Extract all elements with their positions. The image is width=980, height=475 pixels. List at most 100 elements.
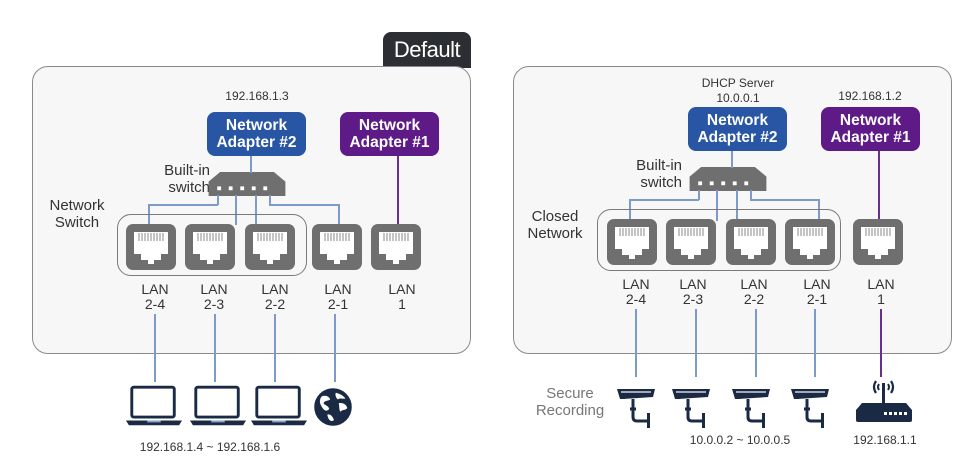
lan-port-icon[interactable] <box>726 219 776 265</box>
port-label-line1: LAN <box>622 276 650 292</box>
adapter-name-line1: Network <box>839 112 902 129</box>
camera-icon <box>672 387 712 432</box>
wire-lan2-1-to-internet <box>334 314 336 382</box>
adapter2-ip-label: 192.168.1.3 <box>225 89 289 103</box>
wire-switch-to-lan2-4 <box>698 190 700 200</box>
lan-port-icon[interactable] <box>371 224 421 270</box>
default-tab[interactable]: Default <box>383 32 471 68</box>
wire-switch-to-lan2-4 <box>148 204 218 206</box>
label-line1: Secure <box>546 385 594 402</box>
wire-switch-to-lan2-3 <box>235 195 237 225</box>
wire-switch-to-lan2-1 <box>750 190 752 200</box>
laptop-icon <box>190 385 246 427</box>
built-in-switch-label: Built-in switch <box>150 162 210 196</box>
lan-port-icon[interactable] <box>185 224 235 270</box>
wire-switch-to-lan2-1 <box>338 204 340 225</box>
closed-network-label: Closed Network <box>520 208 590 242</box>
wire-switch-to-lan2-1 <box>269 195 271 205</box>
wire-switch-to-lan2-2 <box>255 195 257 225</box>
router-ip: 192.168.1.1 <box>853 433 917 447</box>
wire-lan2-4-to-camera <box>635 309 637 377</box>
wire-switch-to-lan2-1 <box>818 199 820 221</box>
cameras-ip-range: 10.0.0.2 ~ 10.0.0.5 <box>689 433 791 447</box>
port-label-line1: LAN <box>141 281 169 297</box>
port-label-line2: 2-1 <box>327 296 349 312</box>
wire-lan2-4-to-laptop <box>154 314 156 382</box>
network-adapter-2-box[interactable]: Network Adapter #2 <box>688 107 787 151</box>
wire-switch-to-lan2-4 <box>629 199 699 201</box>
wire-adapter2-to-switch <box>731 151 733 168</box>
wire-lan1-to-router <box>880 309 882 377</box>
label-line2: Recording <box>535 402 605 419</box>
network-switch-label: Network Switch <box>42 197 112 231</box>
wire-lan2-3-to-camera <box>695 309 697 377</box>
port-label-line2: 1 <box>877 291 885 307</box>
adapter1-ip-label: 192.168.1.2 <box>838 89 902 103</box>
globe-icon <box>314 388 352 426</box>
port-label-line1: LAN <box>740 276 768 292</box>
wire-switch-to-lan2-1 <box>269 204 339 206</box>
router-icon <box>854 378 914 423</box>
label-line1: Closed <box>531 208 579 225</box>
network-switch-group <box>117 214 307 276</box>
port-label-line2: 1 <box>398 296 406 312</box>
lan-port-icon[interactable] <box>785 219 835 265</box>
wire-adapter1-to-lan1 <box>878 151 880 221</box>
port-label-line1: LAN <box>679 276 707 292</box>
wire-switch-to-lan2-3 <box>716 190 718 221</box>
wire-switch-to-lan2-4 <box>217 195 219 205</box>
label-line2: switch <box>168 179 210 196</box>
adapter-name-line2: Adapter #1 <box>349 134 430 151</box>
label-line1: Network <box>49 197 105 214</box>
wire-adapter2-to-switch <box>250 156 252 173</box>
lan-port-icon[interactable] <box>666 219 716 265</box>
port-label-line2: 2-1 <box>806 291 828 307</box>
port-label-line2: 2-4 <box>625 291 647 307</box>
label-line2: Network <box>527 225 583 242</box>
lan-port-icon[interactable] <box>607 219 657 265</box>
port-label-line1: LAN <box>324 281 352 297</box>
camera-icon <box>732 387 772 432</box>
wire-adapter1-to-lan1 <box>397 156 399 224</box>
dhcp-server-label: DHCP Server 10.0.0.1 <box>688 76 788 106</box>
port-label-line2: 2-2 <box>264 296 286 312</box>
lan-port-icon[interactable] <box>245 224 295 270</box>
port-label-line1: LAN <box>867 276 895 292</box>
lan-port-icon[interactable] <box>312 224 362 270</box>
lan-port-icon[interactable] <box>126 224 176 270</box>
port-label-line1: LAN <box>200 281 228 297</box>
port-label-line2: 2-4 <box>144 296 166 312</box>
adapter-name-line2: Adapter #1 <box>830 129 911 146</box>
wire-switch-to-lan2-4 <box>629 199 631 221</box>
closed-network-group <box>597 209 841 271</box>
network-adapter-1-box[interactable]: Network Adapter #1 <box>340 112 439 156</box>
port-label-line2: 2-2 <box>743 291 765 307</box>
port-label-line1: LAN <box>803 276 831 292</box>
secure-recording-label: Secure Recording <box>530 385 610 419</box>
network-adapter-2-box[interactable]: Network Adapter #2 <box>207 112 306 156</box>
built-in-switch-icon <box>689 167 767 191</box>
lan-port-icon[interactable] <box>853 219 903 265</box>
laptop-icon <box>251 385 307 427</box>
camera-icon <box>791 387 831 432</box>
adapter-name-line2: Adapter #2 <box>697 129 778 146</box>
camera-icon <box>617 387 657 432</box>
wire-switch-to-lan2-2 <box>736 190 738 221</box>
adapter-name-line1: Network <box>225 117 288 134</box>
label-line1: Built-in <box>636 157 682 174</box>
built-in-switch-icon <box>208 172 286 196</box>
port-label-line1: LAN <box>261 281 289 297</box>
laptop-icon <box>126 385 182 427</box>
wire-lan2-2-to-laptop <box>274 314 276 382</box>
network-adapter-1-box[interactable]: Network Adapter #1 <box>821 107 920 151</box>
label-line2: Switch <box>54 214 100 231</box>
